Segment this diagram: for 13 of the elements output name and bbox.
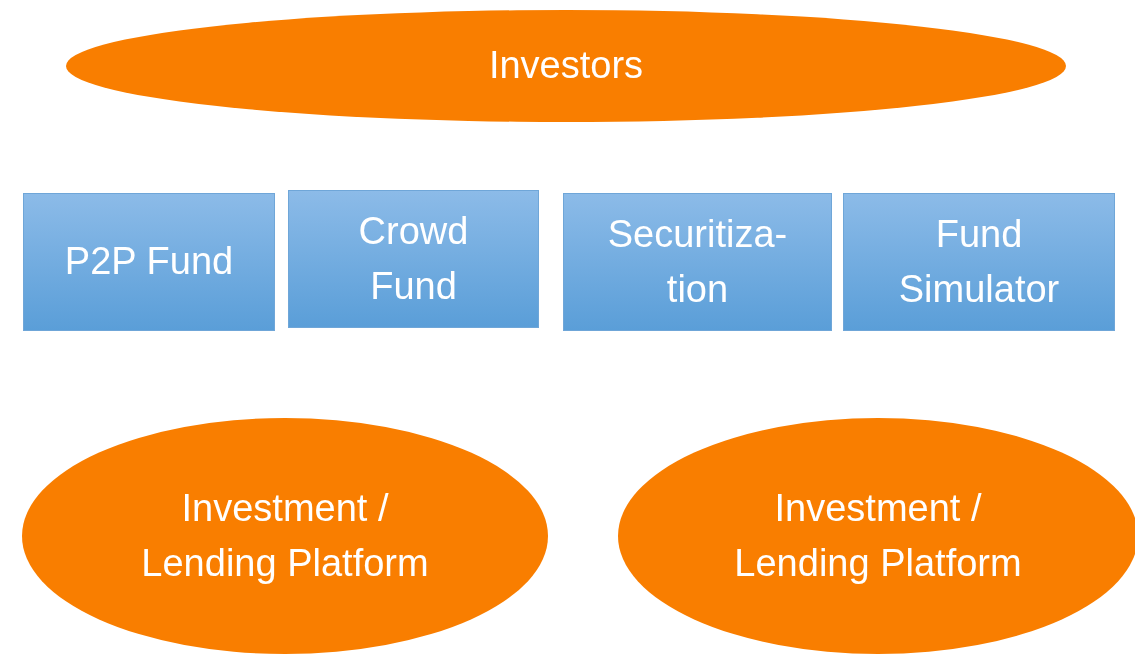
node-label: P2P Fund — [64, 239, 234, 285]
node-label: Crowd Fund — [357, 208, 470, 309]
node-label: Fund Simulator — [897, 211, 1061, 312]
node-label: Investment / Lending Platform — [733, 485, 1023, 586]
node-label: Securitiza- tion — [606, 211, 789, 312]
process-box — [23, 193, 275, 331]
ellipse-node — [66, 10, 1066, 122]
process-box — [843, 193, 1115, 331]
process-box — [288, 190, 539, 328]
node-label: Investment / Lending Platform — [140, 485, 430, 586]
ellipse-node — [22, 418, 548, 654]
process-box — [563, 193, 832, 331]
node-label: Investors — [488, 43, 644, 89]
